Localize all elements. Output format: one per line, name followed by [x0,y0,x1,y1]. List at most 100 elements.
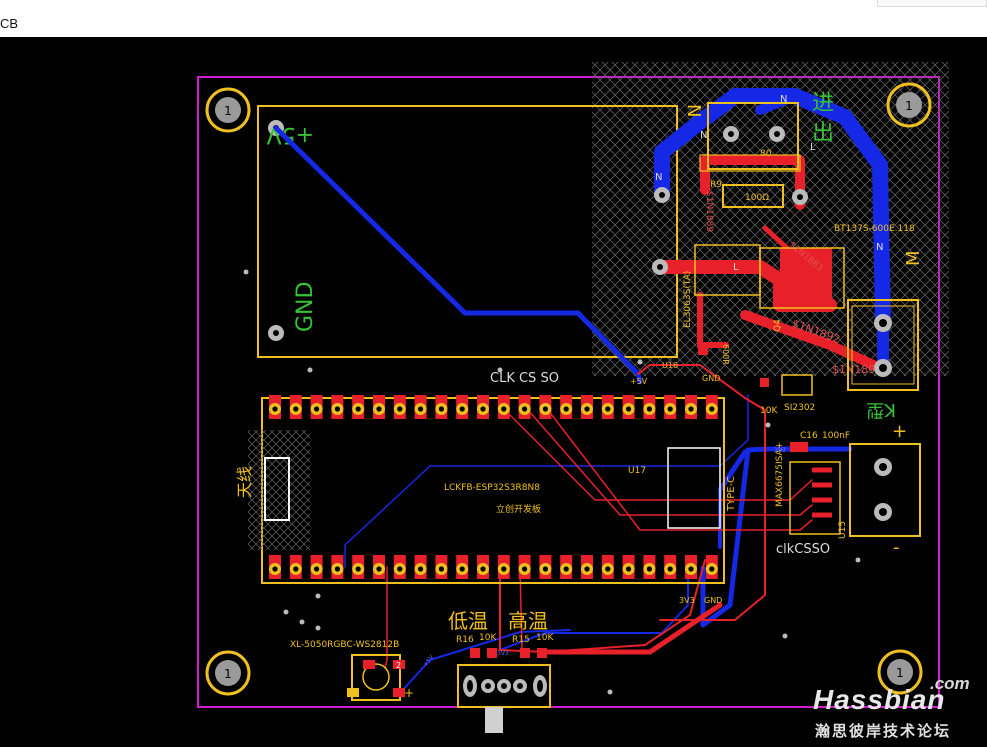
mosfet-outline [781,374,813,396]
esp-header-drill [355,406,361,412]
r9-outline [722,184,784,208]
esp-header-drill [480,566,486,572]
r9-label: R9 [710,180,722,190]
u16-label: U16 [662,361,678,370]
esp32-module: 天线 LCKFB-ESP32S3R8N8 立创开发板 U17 TYPE-C CL… [235,371,737,605]
esp-header-drill [376,566,382,572]
mount-label: 1 [896,666,904,680]
esp-ref: U17 [628,466,646,476]
esp-header-drill [667,406,673,412]
r16-pad [487,648,497,658]
led-pad [393,660,405,669]
led-name: XL-5050RGBC-WS2812B [290,640,399,650]
esp-header-drill [688,566,694,572]
switch-body[interactable] [457,664,551,708]
r-10k-label: 10K [760,406,778,416]
esp-header-drill [397,406,403,412]
gnd-label: GND [702,374,720,383]
max-pins-label: clkCSSO [776,542,830,557]
esp-header-drill [709,406,715,412]
esp-header-drill [605,566,611,572]
diode4-label: $1N189 [832,363,875,376]
optocoupler-label: EL3063S(TA) [683,271,693,328]
triac-label: BT137S-600E.118 [834,224,915,234]
esp-header-drill [501,406,507,412]
esp-pin-gnd: GND [704,596,722,605]
esp-name: LCKFB-ESP32S3R8N8 [444,483,540,493]
switch-pins [463,675,547,697]
esp-header-drill [438,406,444,412]
l-label: L [733,262,739,273]
mains-relay-outline [707,102,799,170]
esp-antenna-label: 天线 [235,466,254,498]
esp-header-drill [605,406,611,412]
esp-cn-name: 立创开发板 [496,503,541,515]
esp-header-drill [397,566,403,572]
k-terminal [849,443,921,537]
esp-header-drill [314,566,320,572]
res-600r-label: 600R [721,344,730,365]
led-net: +5V [422,653,436,668]
n-label: N [876,242,883,253]
esp-header-drill [418,566,424,572]
mount-label: 1 [224,104,232,118]
brand-subtitle: 瀚思彼岸技术论坛 [815,722,952,740]
brand-watermark: .com Hassbian 瀚思彼岸技术论坛 [813,674,970,742]
power-module-outline [257,105,678,358]
esp-header-drill [293,566,299,572]
n-label: N [700,130,707,141]
mount-label: 1 [905,99,913,113]
led-pad [393,688,405,697]
mains-out-label: 出 [812,121,834,146]
esp-header-drill [480,406,486,412]
esp-header-drill [293,406,299,412]
esp-header-drill [418,406,424,412]
esp-header-drill [376,406,382,412]
vias [243,269,861,695]
triac-body [780,248,832,304]
esp-header-drill [314,406,320,412]
esp-pin-3v3: 3V3 [679,596,695,605]
n-label: N [655,172,662,183]
n-label: N [780,94,787,105]
esp-pin-top-labels: CLK CS SO [490,371,559,386]
brand-name: Hassbian [813,684,946,715]
temp-net: 3V3 [497,650,509,657]
esp-header-drill [334,406,340,412]
led-pad [347,688,359,697]
r-10k-pad [760,378,769,387]
mounting-hole-bl: 1 [205,650,251,696]
mains-m-mark: M [903,250,924,266]
r16-value: 10K [479,633,497,643]
vcc-label: +5V [630,377,648,386]
max-net: 3V3 [774,447,786,454]
window-titlebar: CB [0,0,987,37]
esp-header-drill [438,566,444,572]
board-outline [197,76,940,708]
r15-pad [537,648,547,658]
mains-n-mark: N [683,104,704,117]
esp-usb: TYPE-C [726,476,737,512]
toolbar-corner[interactable] [877,0,987,7]
mains-in-label: 进 [812,91,834,116]
cap-value: 100nF [822,431,850,441]
optocoupler-outline [694,244,761,296]
k-minus: - [893,537,900,558]
k-terminal-label: K型 [866,399,896,420]
k-plus: + [892,421,907,442]
esp-header-drill [334,566,340,572]
esp-header-drill [563,406,569,412]
r16-pad [470,648,480,658]
q4-label: Q4 [773,319,783,332]
temp-low-label: 低温 [448,609,488,633]
brand-domain: .com [930,674,970,693]
pcb-canvas[interactable]: 1 1 1 1 +5V GND [0,37,987,747]
esp-header-drill [542,406,549,412]
esp-header-drill [272,406,278,412]
r15-value: 10K [536,633,554,643]
esp-header-drill [522,406,528,412]
r16-label: R16 [456,635,474,645]
r15-label: R15 [512,635,530,645]
max-chip-label: MAX6675ISA+ [775,442,785,507]
mounting-hole-tr: 1 [886,82,932,128]
